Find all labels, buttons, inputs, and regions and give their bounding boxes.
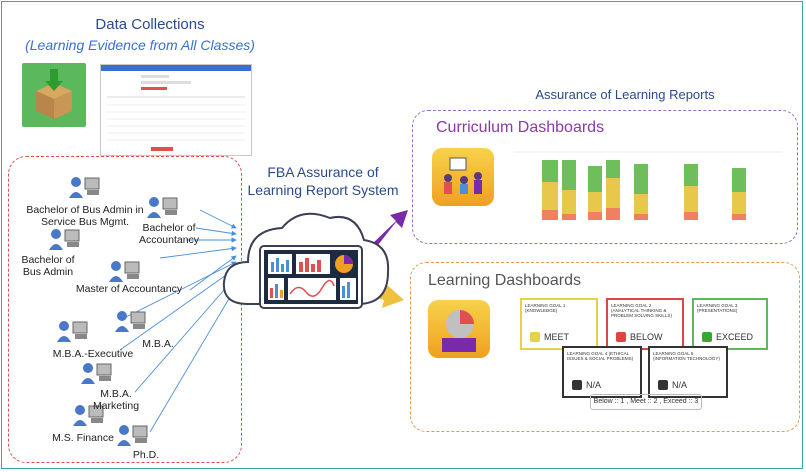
goal-label: LEARNING GOAL 1 (KNOWLEDGE) <box>525 303 566 313</box>
program-label: Bachelor of Bus Admin <box>21 254 75 278</box>
program-label: Ph.D. <box>132 449 160 461</box>
user-computer-icon <box>68 174 106 200</box>
system-title-line2: Learning Report System <box>247 182 399 198</box>
system-title: FBA Assurance of Learning Report System <box>228 163 418 199</box>
learning-goal-card: LEARNING GOAL 2 (ANALYTICAL THINKING & P… <box>606 298 684 350</box>
goal-status-icon <box>658 380 668 390</box>
purple-arrow <box>370 210 408 250</box>
goal-value: EXCEED <box>716 332 754 342</box>
goal-label: LEARNING GOAL 3 (PRESENTATIONS) <box>697 303 738 313</box>
reports-heading: Assurance of Learning Reports <box>535 87 715 102</box>
program-label: Master of Accountancy <box>75 283 183 295</box>
form-screenshot-thumbnail <box>100 64 252 156</box>
program-label: Bachelor of Bus Admin in Service Bus Mgm… <box>26 204 144 228</box>
user-computer-icon <box>116 422 154 448</box>
score-scale-legend: Below :: 1 , Meet :: 2 , Exceed :: 3 <box>590 394 702 410</box>
curriculum-dashboards-panel <box>412 110 798 244</box>
learning-dashboards-title: Learning Dashboards <box>428 272 581 289</box>
user-computer-icon <box>56 318 94 344</box>
goal-label: LEARNING GOAL 5 (INFORMATION TECHNOLOGY) <box>653 351 720 361</box>
goal-status-icon <box>572 380 582 390</box>
learning-dashboards-panel <box>410 262 800 432</box>
program-label: M.B.A. <box>142 338 174 350</box>
data-collections-subtitle: (Learning Evidence from All Classes) <box>25 37 255 53</box>
user-computer-icon <box>108 258 146 284</box>
programs-panel <box>8 156 242 463</box>
goal-label: LEARNING GOAL 4 (ETHICAL ISSUES & SOCIAL… <box>567 351 634 361</box>
learning-goal-card: LEARNING GOAL 3 (PRESENTATIONS) EXCEED <box>692 298 768 350</box>
goal-status-icon <box>702 332 712 342</box>
goal-status-icon <box>530 332 540 342</box>
goal-value: BELOW <box>630 332 663 342</box>
goal-value: MEET <box>544 332 570 342</box>
learning-illustration-icon <box>428 300 490 358</box>
goal-status-icon <box>616 332 626 342</box>
user-computer-icon <box>72 402 110 428</box>
program-label: Bachelor of Accountancy <box>138 222 200 246</box>
data-collections-title: Data Collections <box>95 16 205 33</box>
user-computer-icon <box>48 226 86 252</box>
learning-goal-card: LEARNING GOAL 1 (KNOWLEDGE) MEET <box>520 298 598 350</box>
user-computer-icon <box>80 360 118 386</box>
learning-goal-card: LEARNING GOAL 4 (ETHICAL ISSUES & SOCIAL… <box>562 346 642 398</box>
curriculum-dashboards-title: Curriculum Dashboards <box>436 119 605 136</box>
cloud-system-icon <box>222 212 390 309</box>
program-label: M.B.A. Marketing <box>92 388 140 412</box>
learning-goal-card: LEARNING GOAL 5 (INFORMATION TECHNOLOGY)… <box>648 346 728 398</box>
curriculum-chart-thumbnail <box>514 140 782 232</box>
goal-label: LEARNING GOAL 2 (ANALYTICAL THINKING & P… <box>611 303 672 318</box>
box-icon <box>22 63 86 127</box>
user-computer-icon <box>114 308 152 334</box>
goal-value: N/A <box>586 380 602 390</box>
curriculum-illustration-icon <box>432 148 494 206</box>
user-computer-icon <box>146 194 184 220</box>
program-label: M.S. Finance <box>52 432 114 444</box>
program-label: M.B.A.-Executive <box>52 348 134 360</box>
goal-value: N/A <box>672 380 688 390</box>
system-title-line1: FBA Assurance of <box>267 164 379 180</box>
